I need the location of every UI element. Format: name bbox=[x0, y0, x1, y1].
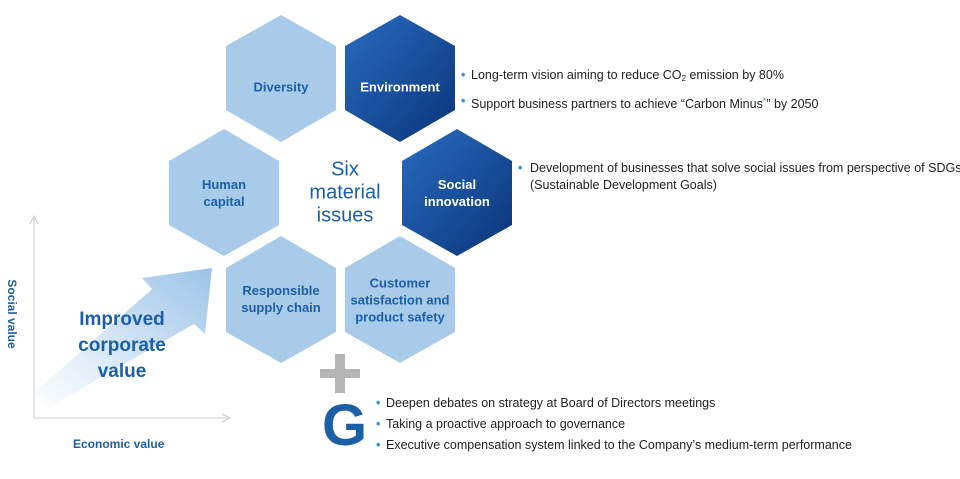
environment-bullet-list: •Long-term vision aiming to reduce CO2 e… bbox=[461, 67, 818, 113]
improved-corporate-value-label: Improved corporate value bbox=[78, 309, 166, 382]
hexagon-responsible-supply-chain bbox=[226, 236, 336, 363]
hexagon-human-capital bbox=[169, 129, 279, 256]
plus-icon bbox=[320, 354, 360, 393]
governance-bullet-2: •Taking a proactive approach to governan… bbox=[376, 417, 626, 431]
y-axis-arrowhead bbox=[29, 214, 39, 225]
hexagon-label-social-innovation: Social innovation bbox=[424, 177, 490, 209]
x-axis-label: Economic value bbox=[73, 437, 165, 451]
hexagon-environment bbox=[345, 15, 455, 142]
governance-bullet-1: •Deepen debates on strategy at Board of … bbox=[376, 396, 716, 410]
hexagon-label-environment: Environment bbox=[360, 79, 440, 95]
hexagon-label-customer-satisfaction: Customer satisfaction and product safety bbox=[350, 275, 450, 325]
bullet-dot: • bbox=[376, 438, 381, 452]
x-axis-arrowhead bbox=[221, 413, 232, 423]
footnote-mark: * bbox=[762, 96, 767, 106]
governance-letter: G bbox=[322, 393, 368, 458]
environment-bullet-1: •Long-term vision aiming to reduce CO2 e… bbox=[461, 68, 784, 83]
center-title: Six material issues bbox=[309, 158, 381, 227]
bullet-dot: • bbox=[376, 396, 381, 410]
y-axis-label: Social value bbox=[5, 279, 19, 349]
governance-bullet-3: •Executive compensation system linked to… bbox=[376, 438, 852, 452]
improved-value-arrow bbox=[34, 268, 212, 409]
hexagon-customer-satisfaction bbox=[345, 236, 455, 363]
hexagon-label-diversity: Diversity bbox=[253, 79, 309, 95]
environment-bullet-2: •Support business partners to achieve “C… bbox=[461, 94, 819, 111]
social-innovation-bullet-1: •Development of businesses that solve so… bbox=[518, 161, 960, 175]
bullet-dot: • bbox=[376, 417, 381, 431]
social-innovation-bullet-list: •Development of businesses that solve so… bbox=[518, 160, 960, 194]
bullet-dot: • bbox=[518, 161, 523, 175]
hexagon-diversity bbox=[226, 15, 336, 142]
hexagon-label-human-capital: Human capital bbox=[201, 177, 247, 209]
bullet-dot: • bbox=[461, 68, 466, 82]
social-innovation-bullet-1-continued: (Sustainable Development Goals) bbox=[530, 178, 717, 192]
governance-bullet-list: •Deepen debates on strategy at Board of … bbox=[376, 395, 852, 454]
bullet-dot: • bbox=[461, 94, 466, 108]
hexagon-label-responsible-supply-chain: Responsible supply chain bbox=[241, 283, 321, 315]
hexagon-social-innovation bbox=[402, 129, 512, 256]
